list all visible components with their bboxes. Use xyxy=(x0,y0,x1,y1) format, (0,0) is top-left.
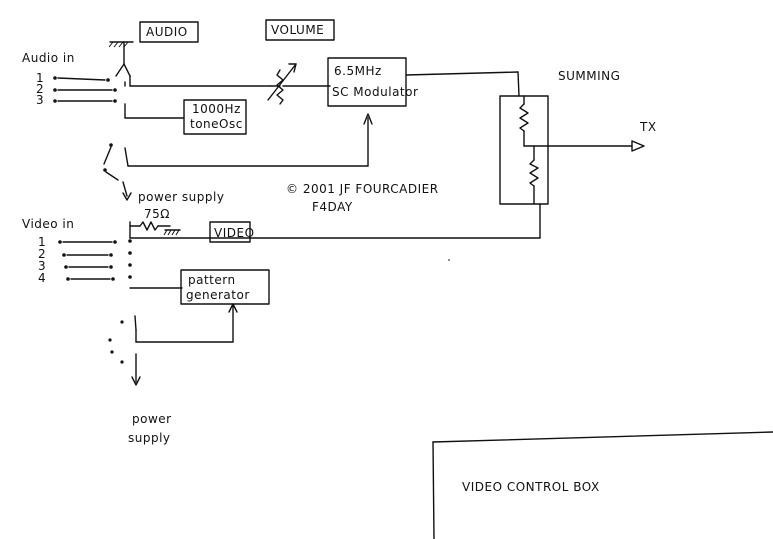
summing-box xyxy=(499,95,549,205)
modulator-output-wire xyxy=(405,71,520,97)
volume-potentiometer xyxy=(267,63,331,105)
video-selector-switch xyxy=(128,203,541,289)
audio-input-lines xyxy=(53,76,117,103)
copyright-line2: F4DAY xyxy=(312,200,353,214)
video-label-box xyxy=(209,221,251,243)
title-block xyxy=(432,431,773,539)
audio-power-switch xyxy=(103,113,373,201)
audio-power-supply-label: power supply xyxy=(138,190,224,204)
summing-resistors xyxy=(519,95,549,205)
video-input-1-label: 1 xyxy=(38,235,46,249)
video-in-title: Video in xyxy=(22,217,74,231)
audio-input-1-label: 1 xyxy=(36,71,44,85)
pattern-gen-line1: pattern xyxy=(188,273,236,287)
audio-selector-switch xyxy=(108,41,271,119)
copyright-line1: © 2001 JF FOURCADIER xyxy=(286,182,439,196)
tx-label: TX xyxy=(639,120,657,134)
audio-label: AUDIO xyxy=(146,25,188,39)
modulator-box xyxy=(327,57,407,107)
termination-label: 75Ω xyxy=(144,207,170,221)
tone-osc-line2: toneOsc xyxy=(190,117,243,131)
video-input-4-label: 4 xyxy=(38,271,46,285)
tone-osc-line1: 1000Hz xyxy=(192,102,241,116)
pattern-gen-line2: generator xyxy=(186,288,250,302)
footer-title: VIDEO CONTROL BOX xyxy=(462,480,600,494)
audio-input-3-label: 3 xyxy=(36,93,44,107)
audio-input-2-label: 2 xyxy=(36,82,44,96)
pattern-generator-box xyxy=(180,269,270,305)
modulator-line1: 6.5MHz xyxy=(334,64,382,78)
video-input-3-label: 3 xyxy=(38,259,46,273)
summing-label: SUMMING xyxy=(558,69,620,83)
tone-oscillator-box xyxy=(183,99,247,135)
stray-mark xyxy=(448,259,450,261)
video-power-supply-line2: supply xyxy=(128,431,171,445)
audio-label-box xyxy=(139,21,199,43)
audio-in-title: Audio in xyxy=(22,51,75,65)
video-input-lines xyxy=(58,240,117,281)
video-power-switch xyxy=(108,303,238,386)
video-input-2-label: 2 xyxy=(38,247,46,261)
video-power-supply-line1: power xyxy=(132,412,172,426)
volume-label-box xyxy=(265,19,335,41)
modulator-line2: SC Modulator xyxy=(332,85,418,99)
volume-label: VOLUME xyxy=(271,23,324,37)
tx-output-wire xyxy=(547,140,645,152)
video-label: VIDEO xyxy=(214,226,255,240)
